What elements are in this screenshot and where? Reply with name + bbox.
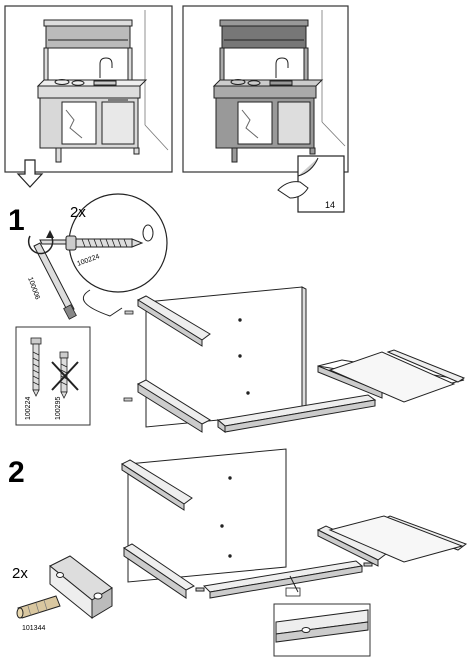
overview-panel-left <box>4 5 173 188</box>
cabinet-back-panel <box>127 448 287 583</box>
dowel-quantity: 2x <box>12 565 28 582</box>
side-rails-assembled <box>120 459 195 599</box>
shelf-frame-2 <box>316 515 468 567</box>
play-kitchen-illustration <box>36 19 148 163</box>
step-1: 1 100006 2x 100224 <box>8 193 466 433</box>
step-number: 2 <box>8 456 25 489</box>
shelf-frame-1 <box>317 349 466 403</box>
wrong-part-number: 100295 <box>55 397 62 420</box>
bottom-rail <box>216 394 377 433</box>
rotate-icon <box>27 230 54 255</box>
bottom-rail <box>195 560 373 599</box>
allen-key-tool <box>33 239 77 320</box>
hole-detail-box <box>273 575 371 657</box>
leader-line <box>82 289 123 317</box>
step-2: 2 2x <box>8 448 468 657</box>
step-number: 1 <box>8 204 25 237</box>
play-kitchen-illustration-highlighted <box>212 19 324 163</box>
correct-screw <box>30 337 42 397</box>
screw-illustration <box>65 224 154 251</box>
correct-part-number: 100224 <box>25 397 32 420</box>
side-rail-vertical <box>136 295 212 433</box>
dowel-part-number: 101344 <box>22 625 45 632</box>
screw-quantity: 2x <box>70 204 86 221</box>
down-arrow-icon <box>16 159 44 188</box>
parts-legend: 100224 100295 <box>15 326 91 426</box>
cross-icon <box>51 361 79 391</box>
tool-part-number: 100006 <box>26 276 41 300</box>
page-turn-icon: 14 <box>277 155 345 213</box>
overview-panel-right: 14 <box>182 5 349 213</box>
page-ref-number: 14 <box>325 200 335 210</box>
screws-placed <box>123 310 134 402</box>
wooden-dowel <box>16 595 61 619</box>
dowel-insert-detail <box>16 555 113 620</box>
